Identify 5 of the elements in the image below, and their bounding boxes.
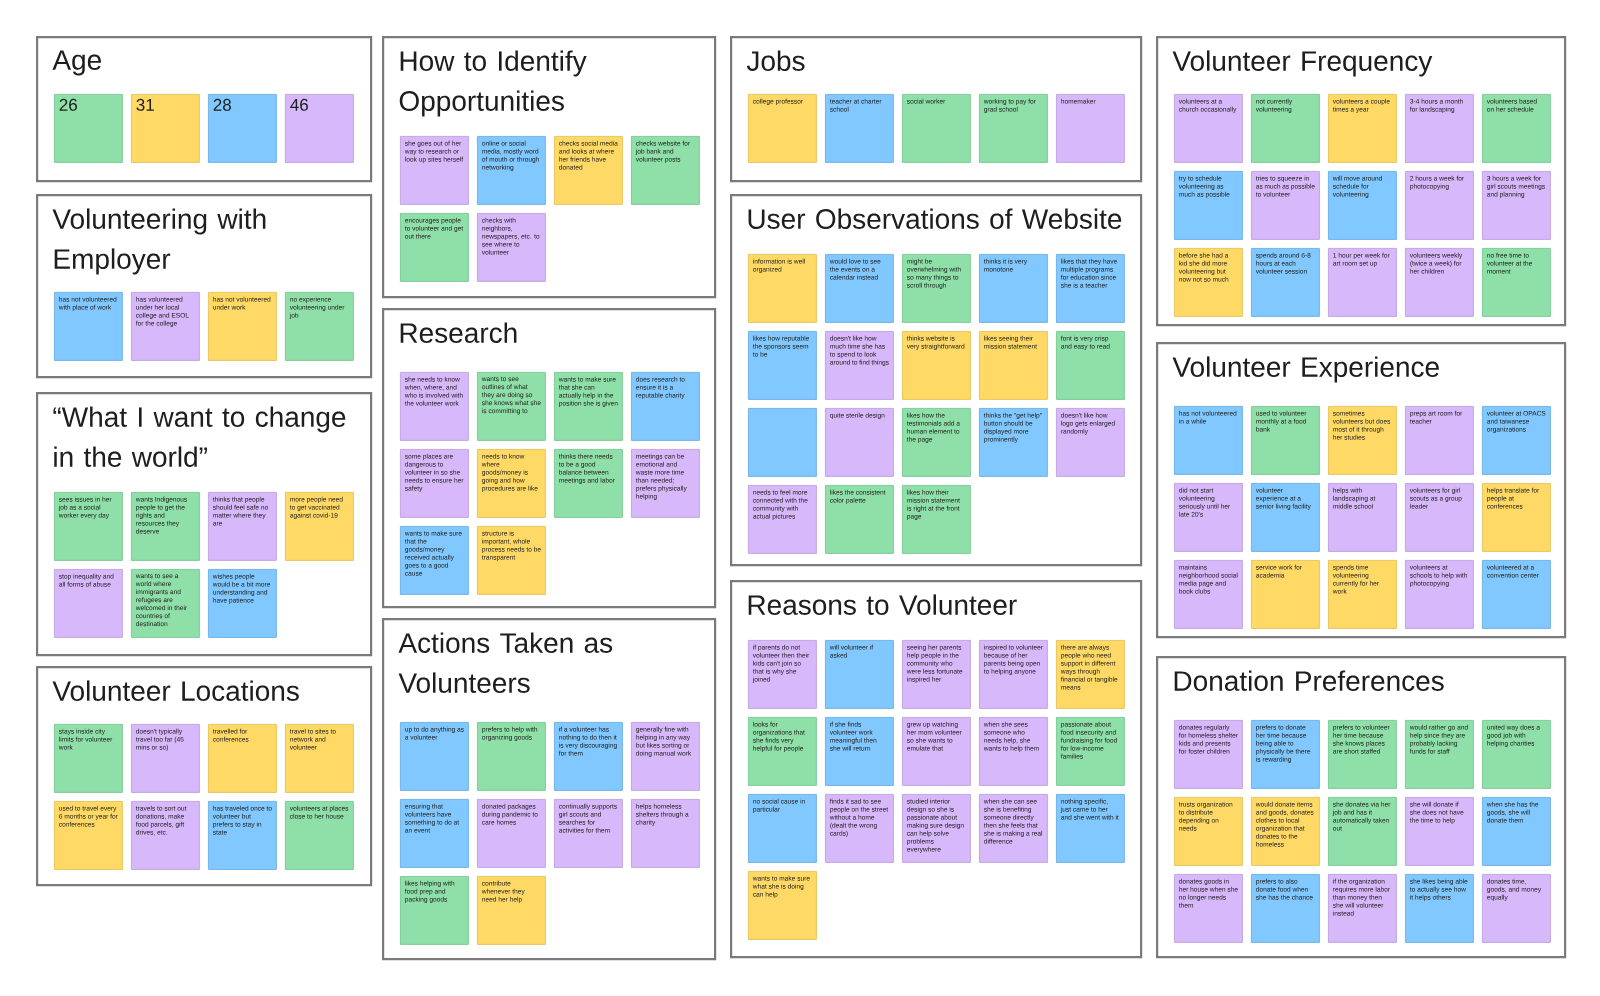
sticky-note [748,408,817,477]
sticky-note: 26 [54,94,123,163]
sticky-note: 28 [208,94,277,163]
sticky-note: 46 [285,94,354,163]
sticky-note: 31 [131,94,200,163]
